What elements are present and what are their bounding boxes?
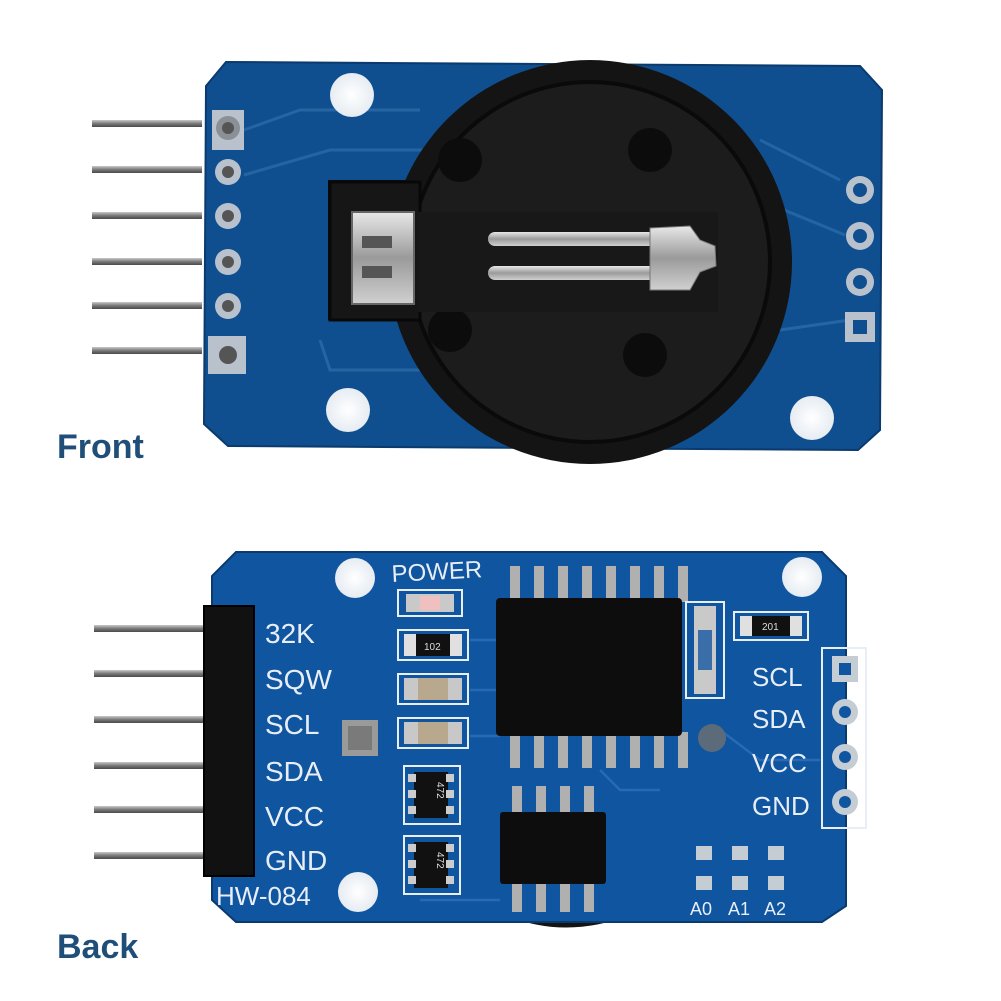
- smd-capacitor: [397, 717, 469, 749]
- address-solder-pads: [696, 846, 784, 890]
- coin-cell-battery-holder: [328, 60, 792, 464]
- front-mount-hole: [790, 396, 834, 440]
- resistor-code-472: 472: [434, 782, 445, 799]
- battery-spring-contact: [351, 211, 415, 305]
- front-header-pins: [92, 120, 202, 354]
- front-mount-hole: [330, 73, 374, 117]
- front-mount-hole: [326, 388, 370, 432]
- front-caption: Front: [57, 428, 144, 466]
- front-left-pads: [208, 110, 246, 374]
- resistor-code-102: 102: [424, 642, 441, 653]
- back-mount-hole: [338, 872, 378, 912]
- silk-right-sda: SDA: [752, 704, 806, 734]
- smd-resistor-102: 102: [397, 629, 469, 661]
- back-header-pins: [94, 625, 214, 859]
- resistor-code-201: 201: [762, 622, 779, 633]
- silk-pin-gnd: GND: [265, 845, 327, 876]
- silk-a1: A1: [728, 899, 750, 919]
- back-header-housing: [203, 605, 255, 877]
- power-led: [397, 589, 463, 617]
- back-board: POWER 32K SQW SCL SDA VCC GND HW-084 SCL…: [94, 551, 867, 928]
- silk-right-scl: SCL: [752, 662, 803, 692]
- eeprom-chip-soic8: [500, 786, 606, 912]
- rtc-chip-soic16: [496, 566, 688, 768]
- silk-pin-sqw: SQW: [265, 664, 332, 695]
- silk-model-label: HW-084: [216, 881, 311, 911]
- battery-clip: [488, 225, 717, 291]
- silk-a2: A2: [764, 899, 786, 919]
- silk-pin-scl: SCL: [265, 709, 319, 740]
- resistor-code-472: 472: [434, 852, 445, 869]
- resistor-array-472: 472: [403, 835, 461, 895]
- smd-resistor-201: 201: [733, 611, 809, 641]
- smd-diode: [685, 601, 725, 699]
- silk-pin-sda: SDA: [265, 756, 323, 787]
- right-pin-outline: [821, 647, 867, 829]
- resistor-array-472: 472: [403, 765, 461, 825]
- via: [698, 724, 726, 752]
- back-caption: Back: [57, 928, 139, 966]
- silk-right-gnd: GND: [752, 791, 810, 821]
- silk-a0: A0: [690, 899, 712, 919]
- silk-pin-vcc: VCC: [265, 801, 324, 832]
- silk-power-label: POWER: [391, 556, 483, 588]
- back-mount-hole: [782, 557, 822, 597]
- front-board: [92, 60, 884, 464]
- smd-capacitor: [397, 673, 469, 705]
- front-right-pads: [845, 176, 875, 342]
- silk-pin-32k: 32K: [265, 618, 315, 649]
- silk-right-vcc: VCC: [752, 748, 807, 778]
- back-mount-hole: [335, 558, 375, 598]
